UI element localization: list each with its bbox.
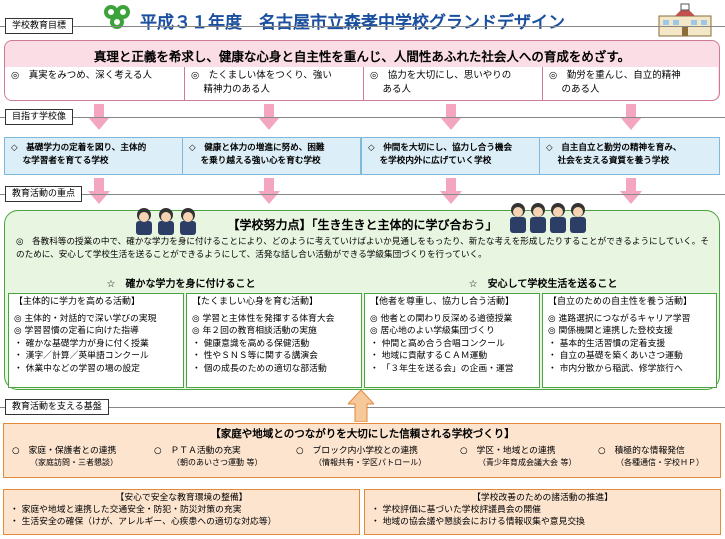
school-image-1: ◇ 基礎学力の定着を図り、主体的 な学習者を育てる学校 [4,137,183,175]
list-item: ・ 漢字／計算／英単語コンクール [14,351,149,361]
school-logo [100,2,134,34]
goal-main-text: 真理と正義を希求し、健康な心身と自主性を重んじ、人間性あふれた社会人への育成をめ… [93,49,631,64]
activity-column-1: 【主体的に学力を高める活動】 ◎ 主体的・対話的で深い学びの実現 ◎ 学習習慣の… [8,293,184,388]
list-item: ・ 地域の協会議や懇談会における情報収集や意見交換 [371,517,585,527]
support-item-sub: （家庭訪問・三者懇談） [30,458,118,467]
list-item: ・ 市内分散から稲武、修学旅行へ [548,363,683,374]
support-title: 【家庭や地域とのつながりを大切にした信頼される学校づくり】 [210,428,515,440]
improvement-box: 【学校改善のための諸活動の推進】 ・ 学校評価に基づいた学校評議員会の開催 ・ … [364,489,721,535]
focus-left-heading: ☆ 確かな学力を身に付けること [106,279,256,290]
list-item: ・ 基本的生活習慣の定着支援 [548,338,666,349]
arrow-up-icon [348,390,374,422]
list-item: ◎ 関係機関と連携した登校支援 [548,326,673,336]
goal-item-3: ◎ 協力を大切にし、思いやりの ある人 [363,67,542,100]
goal-item-2: ◎ たくましい体をつくり、強い 精神力のある人 [184,67,363,100]
school-goal-box: 真理と正義を希求し、健康な心身と自主性を重んじ、人間性あふれた社会人への育成をめ… [4,40,720,101]
support-item-sub: （情報共有・学区パトロール） [314,458,427,467]
support-item-label: ○ ＰＴＡ活動の充実 [154,446,241,456]
arrow-down-icon [440,178,462,204]
focus-section-tag: 教育活動の重点 [5,186,83,202]
image-section-tag: 目指す学校像 [5,109,74,125]
list-item: ◎ 進路選択につながるキャリア学習 [548,313,691,324]
support-item-4: ○ 学区・地域との連携 （青少年育成会議大会 等） [460,445,577,469]
safety-box: 【安心で安全な教育環境の整備】 ・ 家庭や地域と連携した交通安全・防犯・防災対策… [3,489,360,535]
list-item: ・ 自立の基礎を築くあいさつ運動 [548,351,683,361]
focus-title: 【学校努力点】「生き生きと主体的に学び合おう」 [227,218,498,232]
support-item-sub: （朝のあいさつ運動 等） [172,458,263,467]
support-item-label: ○ 積極的な情報発信 [598,446,685,456]
list-item: ・ 個の成長のための適切な部活動 [192,363,327,374]
support-item-3: ○ ブロック内小学校との連携 （情報共有・学区パトロール） [296,445,426,469]
support-item-sub: （青少年育成会議大会 等） [478,458,577,467]
goal-item-4: ◎ 勤労を重んじ、自立的精神 のある人 [542,67,718,100]
support-item-2: ○ ＰＴＡ活動の充実 （朝のあいさつ運動 等） [154,445,263,469]
arrow-down-icon [258,178,280,204]
list-item: ◎ 年２回の教育相談活動の実施 [192,326,317,336]
improvement-title: 【学校改善のための諸活動の推進】 [472,493,613,503]
arrow-down-icon [620,178,642,204]
list-item: ・ 学校評価に基づいた学校評議員会の開催 [371,505,541,515]
page-title: 平成３１年度 名古屋市立森孝中学校グランドデザイン [140,13,565,33]
support-item-label: ○ ブロック内小学校との連携 [296,446,418,456]
school-building-icon [655,2,715,38]
list-item: ◎ 居心地のよい学級集団づくり [370,326,495,336]
list-item: ・ 確かな基礎学力が身に付く授業 [14,338,149,349]
students-illustration [506,200,590,234]
activity-heading: 【主体的に学力を高める活動】 [14,297,141,307]
support-item-label: ○ 学区・地域との連携 [460,446,556,456]
support-section-tag: 教育活動を支える基盤 [5,399,109,415]
list-item: ・ 地域に貢献するＣＡＭ運動 [370,351,488,361]
list-item: ・ 仲間と高め合う合唱コンクール [370,338,505,349]
arrow-down-icon [88,178,110,204]
list-item: ・ 性やＳＮＳ等に関する講演会 [192,351,318,361]
support-item-sub: （各種通信・学校ＨＰ） [616,458,704,467]
list-item: ・ 休業中などの学習の場の設定 [14,363,140,374]
support-item-5: ○ 積極的な情報発信 （各種通信・学校ＨＰ） [598,445,704,469]
safety-title: 【安心で安全な教育環境の整備】 [115,493,248,503]
list-item: ・ 「３年生を送る会」の企画・運営 [370,363,514,374]
school-image-3: ◇ 仲間を大切にし、協力し合う機会 を学校内外に広げていく学校 [361,137,540,175]
goal-section-tag: 学校教育目標 [5,18,74,34]
activity-column-4: 【自立のための自主性を養う活動】 ◎ 進路選択につながるキャリア学習 ◎ 関係機… [542,293,717,388]
activity-heading: 【たくましい心身を育む活動】 [192,297,319,307]
support-box [3,423,721,478]
list-item: ◎ 他者との関わり反深める道徳授業 [370,313,513,324]
list-item: ・ 家庭や地域と連携した交通安全・防犯・防災対策の充実 [10,505,242,515]
activity-heading: 【他者を尊重し、協力し合う活動】 [370,297,515,307]
list-item: ◎ 主体的・対話的で深い学びの実現 [14,313,157,324]
focus-right-heading: ☆ 安心して学校生活を送ること [468,279,618,290]
support-item-1: ○ 家庭・保護者との連携 （家庭訪問・三者懇談） [12,445,118,469]
list-item: ◎ 学習習慣の定着に向けた指導 [14,326,139,336]
school-image-2: ◇ 健康と体力の増進に努め、困難 を乗り越える強い心を育む学校 [182,137,361,175]
list-item: ・ 健康意識を高める保健活動 [192,338,310,349]
focus-description: ◎ 各教科等の授業の中で、確かな学力を身に付けることにより、どのように考えていけ… [16,237,709,260]
support-item-label: ○ 家庭・保護者との連携 [12,446,117,456]
activity-column-2: 【たくましい心身を育む活動】 ◎ 学習と主体性を発揮する体育大会 ◎ 年２回の教… [186,293,362,388]
list-item: ・ 生活安全の確保（けが、アレルギー、心疾患への適切な対応等） [10,517,277,527]
list-item: ◎ 学習と主体性を発揮する体育大会 [192,313,335,324]
school-image-4: ◇ 自主自立と勤労の精神を育み、 社会を支える資質を養う学校 [539,137,720,175]
activity-heading: 【自立のための自主性を養う活動】 [548,297,693,307]
goal-item-1: ◎ 真実をみつめ、深く考える人 [5,67,184,100]
students-illustration [130,206,202,236]
activity-column-3: 【他者を尊重し、協力し合う活動】 ◎ 他者との関わり反深める道徳授業 ◎ 居心地… [364,293,540,388]
